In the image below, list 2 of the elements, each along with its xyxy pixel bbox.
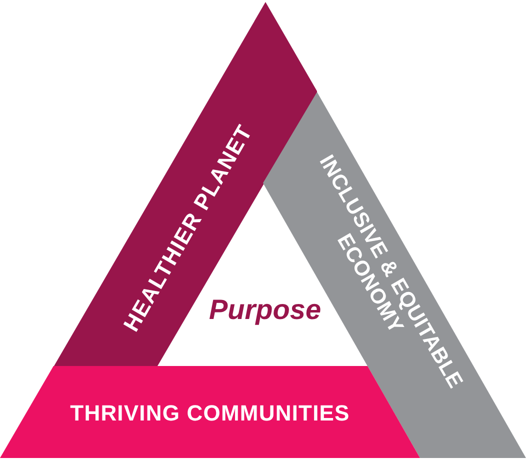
center-label: Purpose (208, 294, 322, 326)
band-label: THRIVING COMMUNITIES (70, 400, 350, 426)
